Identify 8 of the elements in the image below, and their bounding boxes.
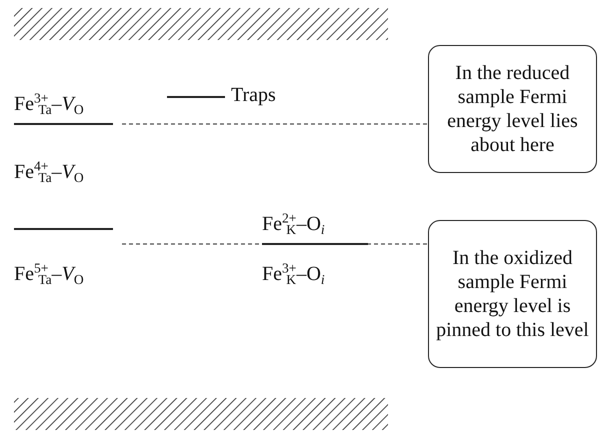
level-label: Fe$^{5+}$$_{Ta}$–V$_{O}$ [14, 262, 84, 286]
level-label: Fe$^{3+}$$_{K}$–O$_{i}$ [262, 262, 325, 286]
callout-box: In the oxidized sample Fermi energy level is pinned to this level [428, 220, 597, 368]
level-label: Traps [231, 83, 276, 107]
level-label: Fe$^{3+}$$_{Ta}$–V$_{O}$ [14, 92, 84, 116]
level-label: Fe$^{2+}$$_{K}$–O$_{i}$ [262, 212, 325, 236]
level-label: Fe$^{4+}$$_{Ta}$–V$_{O}$ [14, 160, 84, 184]
callout-box: In the reduced sample Fermi energy level lies about here [428, 45, 597, 173]
